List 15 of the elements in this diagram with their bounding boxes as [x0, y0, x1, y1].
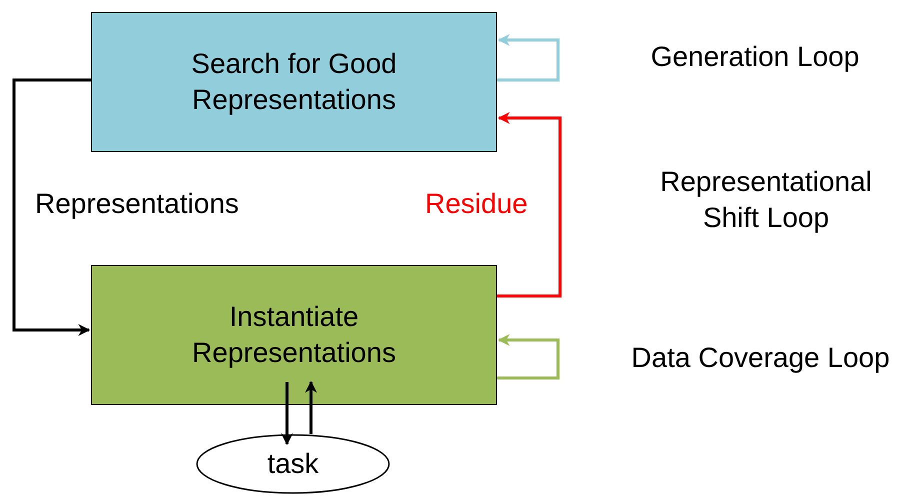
- arrow: [281, 382, 293, 446]
- node-text: Search for Good Representations: [190, 47, 398, 117]
- arrow: [497, 34, 560, 82]
- process-box: [91, 12, 497, 152]
- arrow: [497, 112, 562, 298]
- node-text: task: [267, 447, 319, 481]
- arrow: [305, 380, 317, 434]
- node-text: Instantiate Representations: [191, 300, 397, 370]
- loop-label: Data Coverage Loop: [630, 341, 891, 375]
- process-box: [91, 265, 497, 405]
- arrow: [12, 78, 91, 336]
- loop-label: Representational Shift Loop: [659, 165, 873, 235]
- task-ellipse: [196, 434, 390, 494]
- arrow: [497, 334, 560, 380]
- loop-label: Generation Loop: [650, 40, 860, 74]
